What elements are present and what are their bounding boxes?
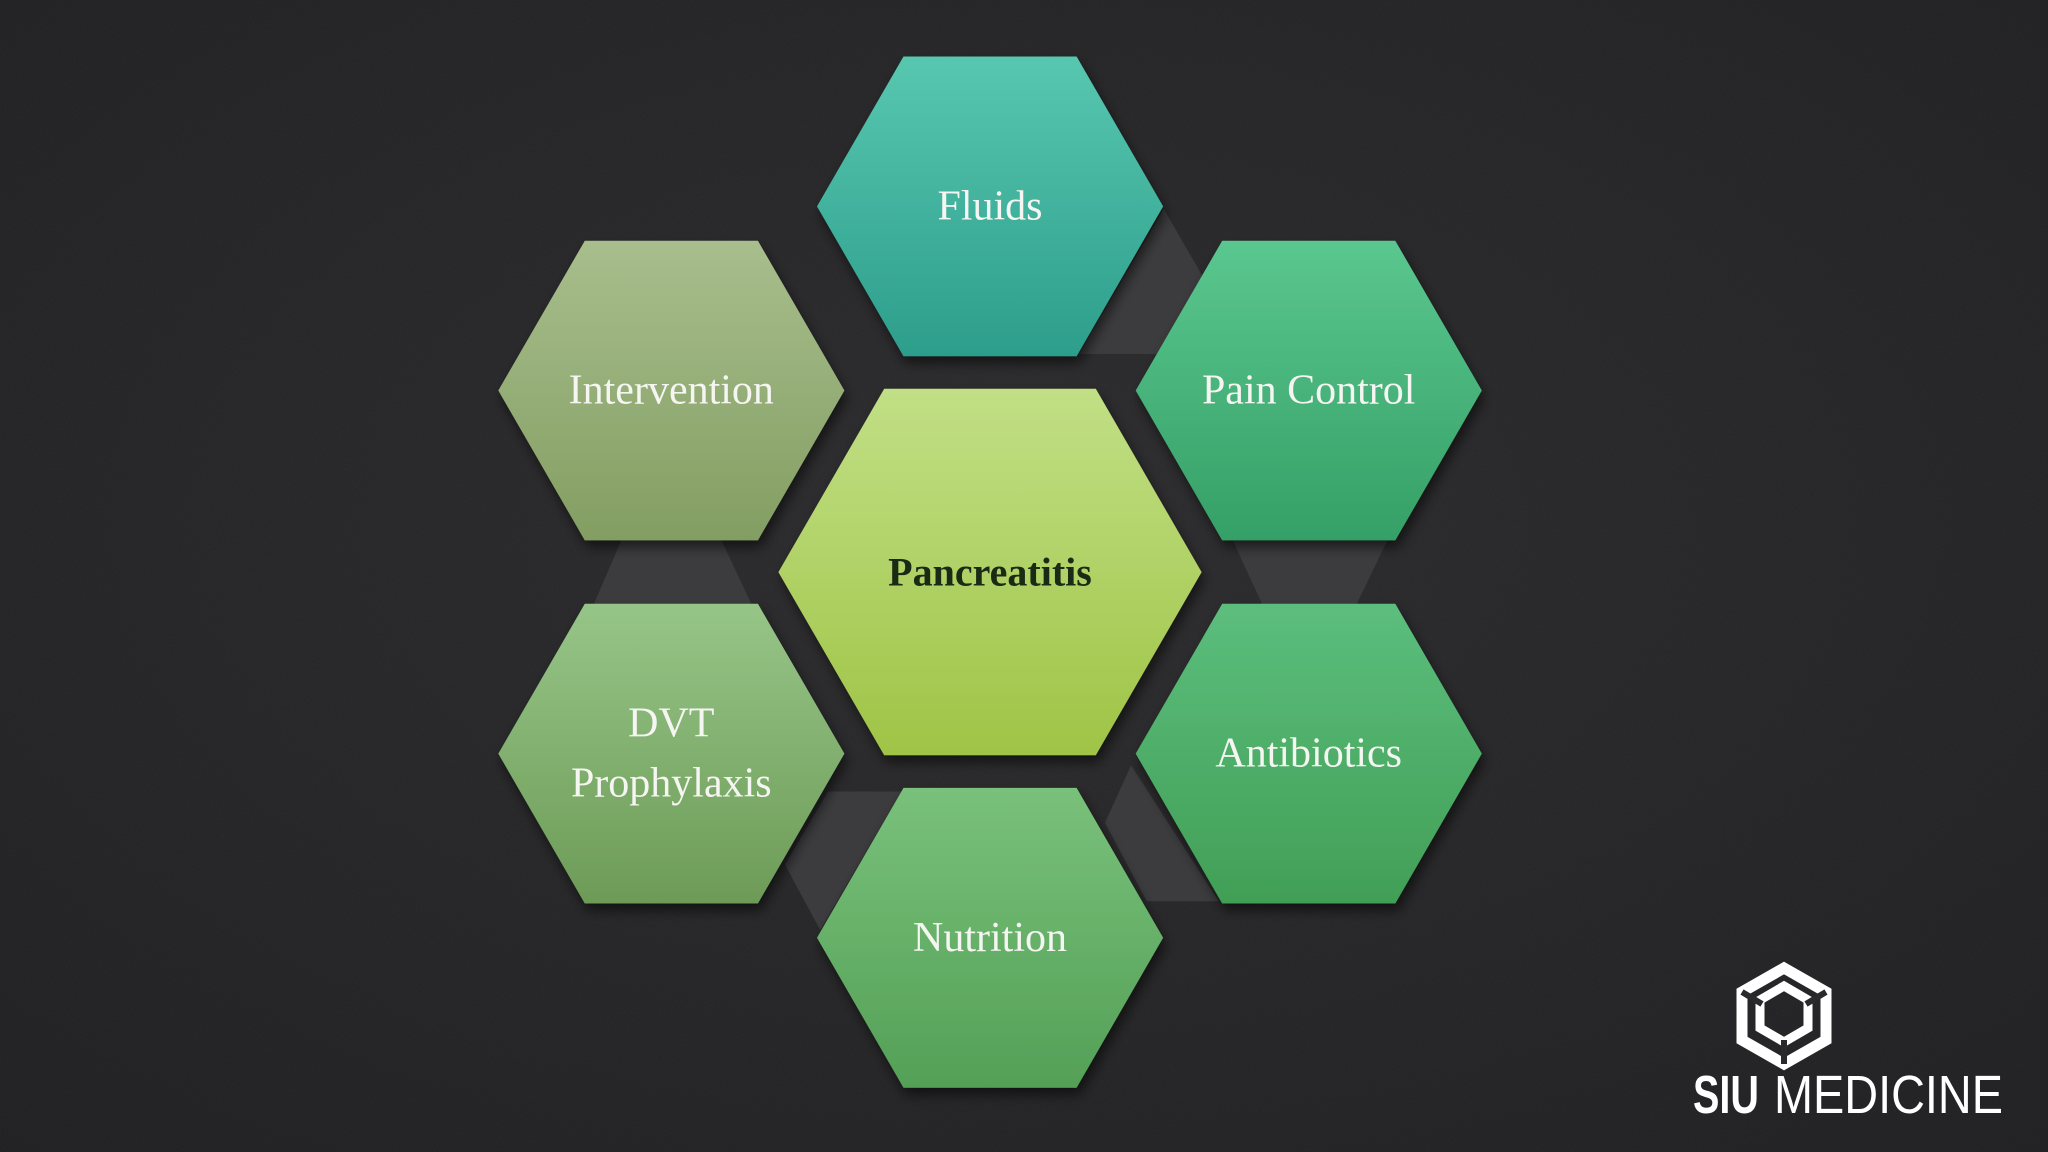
- logo-text-siu: SIU: [1693, 1065, 1759, 1125]
- hexagon-dvt-prophylaxis: [498, 603, 845, 904]
- connector-dvt-prophylaxis-intervention: [593, 539, 753, 606]
- siu-hexagon-mark-icon: [1736, 961, 1832, 1071]
- label-pancreatitis: Pancreatitis: [888, 550, 1092, 595]
- label-antibiotics: Antibiotics: [1215, 731, 1402, 777]
- label-pain-control: Pain Control: [1202, 368, 1416, 414]
- logo-text-medicine: MEDICINE: [1774, 1065, 2003, 1125]
- label-fluids: Fluids: [937, 183, 1042, 229]
- siu-medicine-logo: SIU MEDICINE: [1693, 961, 2003, 1125]
- hexagon-node-nutrition: Nutrition: [817, 787, 1164, 1088]
- connector-band: [593, 209, 1388, 930]
- hexagon-node-pain-control: Pain Control: [1135, 240, 1482, 541]
- hexagon-fluids: [817, 56, 1164, 357]
- connector-pain-control-antibiotics: [1233, 540, 1388, 606]
- label-intervention: Intervention: [569, 368, 774, 414]
- hexagon-node-intervention: Intervention: [498, 240, 845, 541]
- hexagon-node-fluids: Fluids: [817, 56, 1164, 357]
- hexagon-nutrition: [817, 787, 1164, 1088]
- hexagon-node-antibiotics: Antibiotics: [1135, 603, 1482, 904]
- hexagon-pain-control: [1135, 240, 1482, 541]
- hexagon-intervention: [498, 240, 845, 541]
- hexagon-pancreatitis: [778, 388, 1202, 756]
- connector-fluids-pain-control: [1078, 209, 1203, 354]
- label-dvt-line-1: DVT: [628, 701, 714, 747]
- hexagon-antibiotics: [1135, 603, 1482, 904]
- hexagon-node-dvt-prophylaxis: DVT Prophylaxis: [498, 603, 845, 904]
- label-dvt-line-2: Prophylaxis: [571, 761, 772, 807]
- connector-antibiotics-nutrition: [1105, 765, 1219, 902]
- label-nutrition: Nutrition: [913, 915, 1067, 961]
- connector-nutrition-dvt-prophylaxis: [785, 791, 902, 930]
- hexagon-node-pancreatitis-center: Pancreatitis: [778, 388, 1202, 756]
